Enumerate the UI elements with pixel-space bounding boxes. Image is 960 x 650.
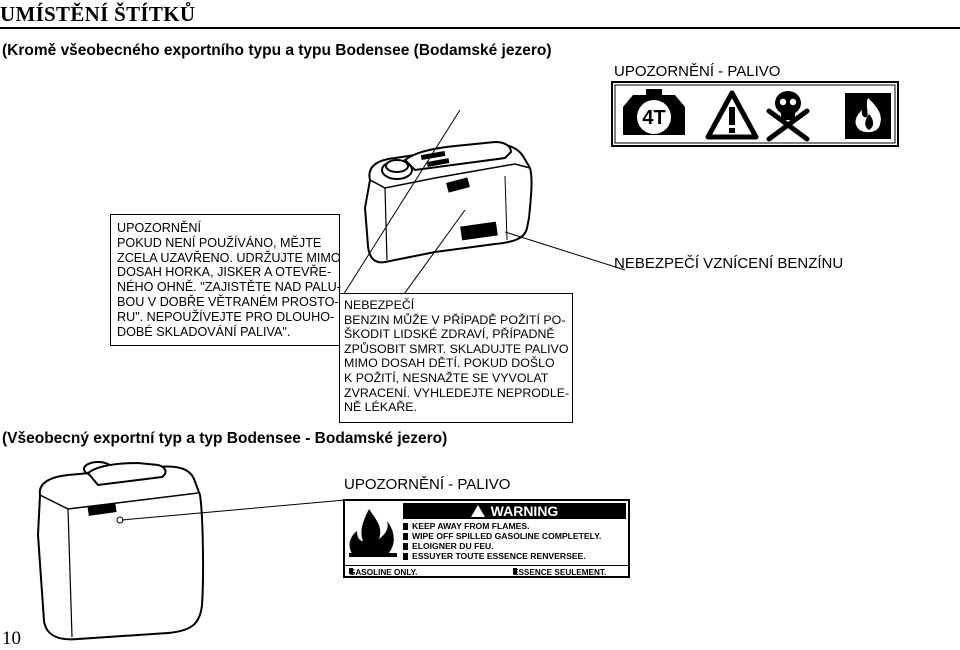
warning-triangle-icon bbox=[705, 90, 759, 140]
four-stroke-icon: 4T bbox=[623, 89, 685, 135]
caution-line: NÉHO OHNĚ. "ZAJISTĚTE NAD PALU- bbox=[117, 280, 341, 295]
warning-triangle-icon bbox=[470, 505, 485, 517]
caution-line: DOSAH HORKA, JISKER A OTEVŘE- bbox=[117, 265, 332, 280]
danger-line: NEBEZPEČÍ bbox=[344, 298, 415, 312]
caution-line: POKUD NENÍ POUŽÍVÁNO, MĚJTE bbox=[117, 235, 322, 250]
warning-line: WIPE OFF SPILLED GASOLINE COMPLETELY. bbox=[403, 531, 601, 541]
flame-icon bbox=[845, 93, 891, 139]
fuel-caution-label: UPOZORNĚNÍ - PALIVO bbox=[614, 63, 781, 80]
danger-line: K POŽITÍ, NESNAŽTE SE VYVOLAT bbox=[344, 370, 549, 385]
warning-line: KEEP AWAY FROM FLAMES. bbox=[403, 521, 529, 531]
fuel-tank-illustration-bottom bbox=[36, 461, 205, 641]
danger-line: ZVRACENÍ. VYHLEDEJTE NEPRODLE- bbox=[344, 385, 570, 400]
fuel-caution-plate: 4T bbox=[611, 81, 899, 147]
caution-line: ZCELA UZAVŘENO. UDRŽUJTE MIMO bbox=[117, 250, 341, 265]
warning-line: ELOIGNER DU FEU. bbox=[403, 541, 494, 551]
fuel-tank-illustration-top bbox=[363, 140, 533, 264]
fuel-caution-label-2: UPOZORNĚNÍ - PALIVO bbox=[344, 476, 511, 493]
danger-box: NEBEZPEČÍ BENZIN MŮŽE V PŘÍPADĚ POŽITÍ P… bbox=[339, 293, 573, 423]
title-rule bbox=[0, 27, 960, 29]
caution-line: BOU V DOBŘE VĚTRANÉM PROSTO- bbox=[117, 294, 339, 309]
warning-header: WARNING bbox=[403, 503, 626, 519]
danger-line: NĚ LÉKAŘE. bbox=[344, 400, 417, 415]
caution-line: DOBÉ SKLADOVÁNÍ PALIVA". bbox=[117, 324, 291, 339]
warning-footer: GASOLINE ONLY. ESSENCE SEULEMENT. bbox=[345, 565, 628, 576]
gasoline-warning-label: WARNING KEEP AWAY FROM FLAMES. WIPE OFF … bbox=[343, 499, 630, 578]
skull-crossbones-icon bbox=[766, 91, 810, 142]
caution-box: UPOZORNĚNÍ POKUD NENÍ POUŽÍVÁNO, MĚJTE Z… bbox=[110, 214, 341, 346]
page-number: 10 bbox=[2, 628, 21, 649]
svg-text:4T: 4T bbox=[642, 107, 665, 129]
danger-line: ZPŮSOBIT SMRT. SKLADUJTE PALIVO bbox=[344, 341, 569, 356]
warning-line: ESSUYER TOUTE ESSENCE RENVERSEE. bbox=[403, 551, 586, 561]
danger-line: MIMO DOSAH DĚTÍ. POKUD DOŠLO bbox=[344, 356, 555, 371]
flame-warning-icon bbox=[349, 509, 397, 557]
danger-line: BENZIN MŮŽE V PŘÍPADĚ POŽITÍ PO- bbox=[344, 312, 566, 327]
caution-line: UPOZORNĚNÍ bbox=[117, 221, 201, 235]
section1-heading: (Kromě všeobecného exportního typu a typ… bbox=[2, 42, 552, 59]
danger-line: ŠKODIT LIDSKÉ ZDRAVÍ, PŘÍPADNĚ bbox=[344, 327, 555, 342]
section2-heading: (Všeobecný exportní typ a typ Bodensee -… bbox=[2, 430, 448, 447]
fire-hazard-label: NEBEZPEČÍ VZNÍCENÍ BENZÍNU bbox=[614, 255, 844, 272]
page-title: UMÍSTĚNÍ ŠTÍTKŮ bbox=[0, 2, 196, 26]
caution-line: RU". NEPOUŽÍVEJTE PRO DLOUHO- bbox=[117, 309, 335, 324]
